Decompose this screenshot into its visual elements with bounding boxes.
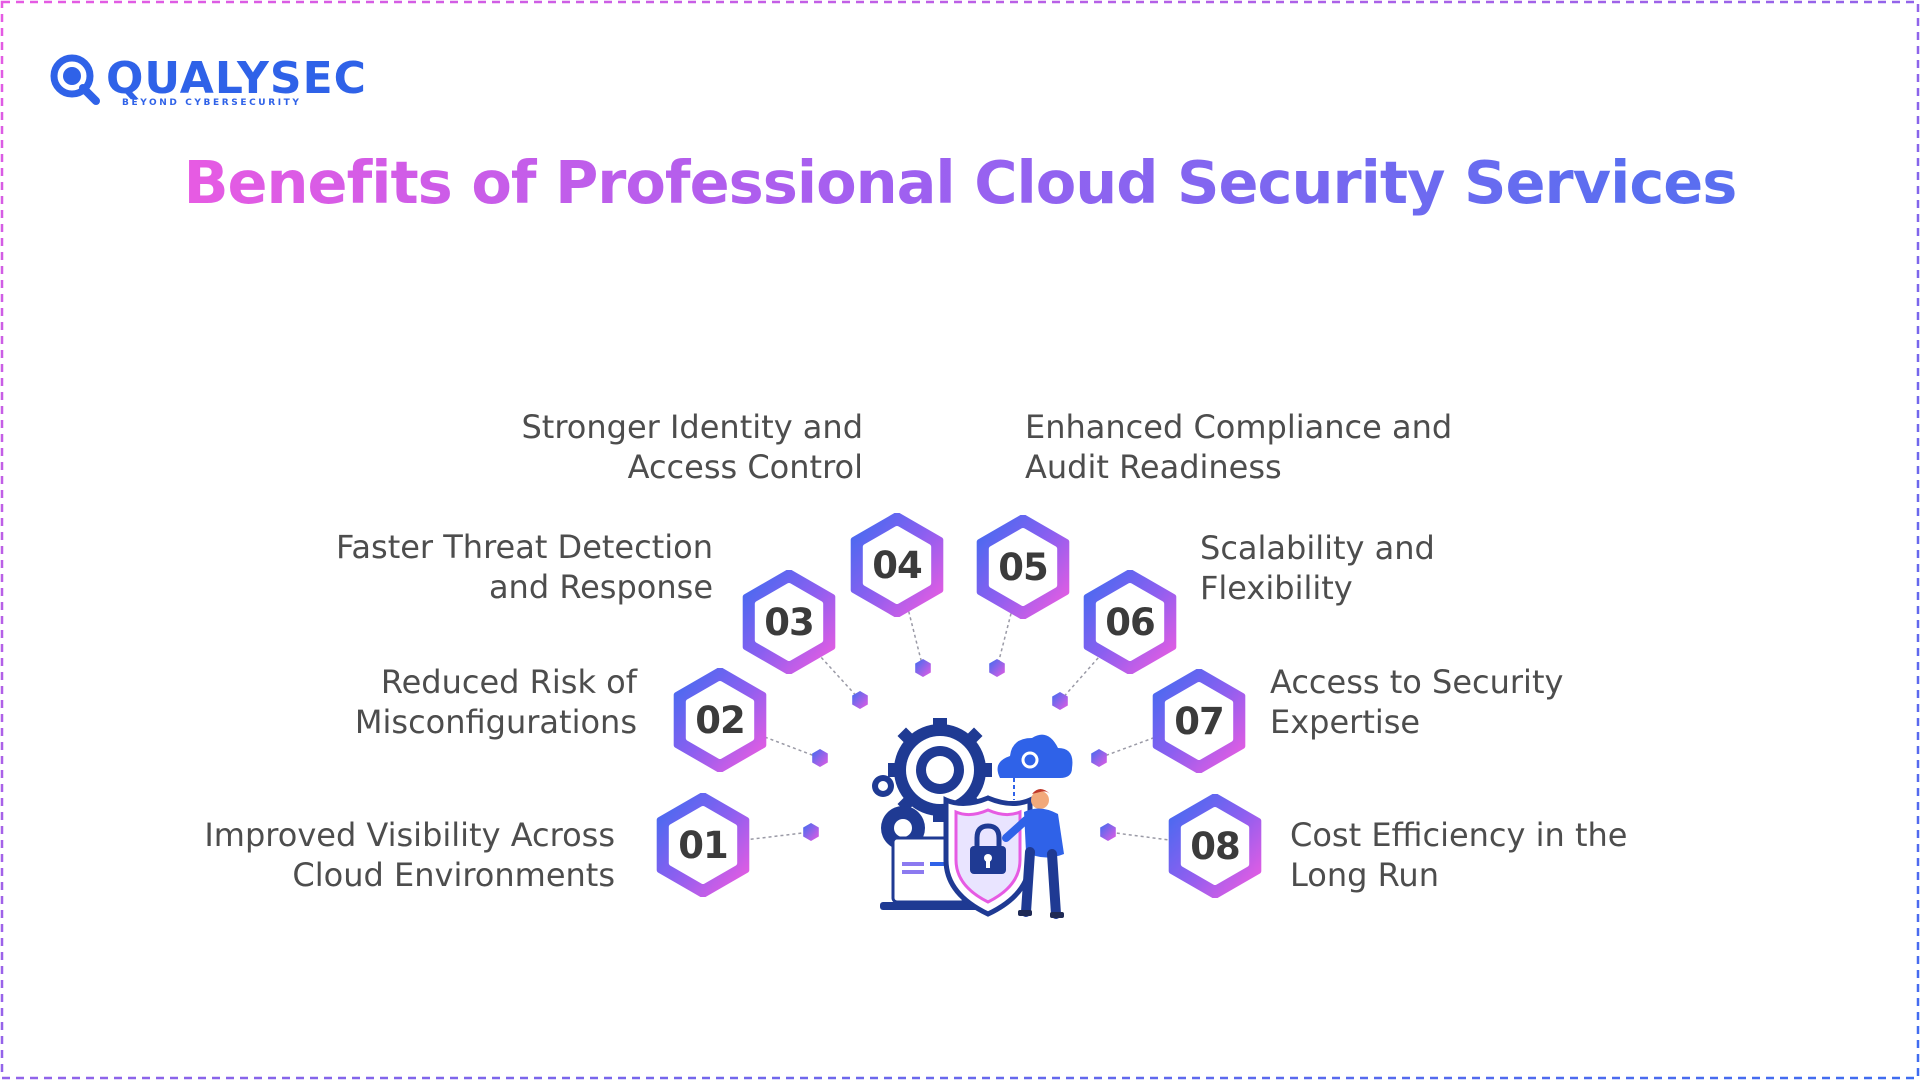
benefit-badge-07: 07 [1149,668,1249,774]
connector-dot-06 [1052,692,1068,710]
connector-dot-02 [812,749,828,767]
benefit-number: 06 [1105,600,1156,644]
benefit-badge-03: 03 [739,569,839,675]
benefit-label-line: and Response [488,568,713,606]
benefit-label-line: Improved Visibility Across [204,816,615,854]
benefit-badge-01: 01 [653,792,753,898]
benefit-label-line: Expertise [1270,703,1421,741]
brand-tagline: BEYOND CYBERSECURITY [122,98,302,108]
connector-dot-03 [852,691,868,709]
benefit-number: 05 [998,545,1049,589]
connector-dot-04 [915,659,931,677]
benefit-label-line: Misconfigurations [354,703,637,741]
hexagon-icon [1083,569,1177,675]
connector-dot-05 [989,659,1005,677]
cloud-icon [997,734,1073,800]
connector-line-05 [996,566,1024,669]
hexagon-icon [1152,668,1246,774]
benefit-label-line: Long Run [1290,856,1439,894]
benefit-badge-04: 04 [847,512,947,618]
page-title: Benefits of Professional Cloud Security … [0,148,1920,217]
connector-dot-08 [1100,823,1116,841]
shield-lock-icon [943,795,1033,917]
hexagon-icon [1168,793,1262,899]
magnifier-q-icon [50,54,100,105]
benefit-label-line: Cost Efficiency in the [1290,816,1628,854]
hexagon-icon [656,792,750,898]
benefit-label-line: Audit Readiness [1025,448,1282,486]
benefit-number: 03 [764,600,815,644]
hexagon-icon [673,667,767,773]
benefit-label-line: Scalability and [1200,529,1435,567]
gear-icon [888,718,992,822]
brand-name: QUALYSEC [106,53,367,104]
hexagon-icon [850,512,944,618]
benefit-badge-08: 08 [1165,793,1265,899]
hexagon-icon [976,514,1070,620]
benefit-label-line: Cloud Environments [292,856,615,894]
benefit-badge-02: 02 [670,667,770,773]
hexagon-icon [742,569,836,675]
benefit-number: 04 [872,543,923,587]
benefit-label-line: Flexibility [1200,569,1353,607]
person-icon [1002,789,1064,919]
benefit-label-line: Access to Security [1270,663,1564,701]
benefit-label-line: Access Control [627,448,863,486]
benefit-label-line: Stronger Identity and [521,408,863,446]
benefit-badge-06: 06 [1080,569,1180,675]
connector-dot-07 [1091,749,1107,767]
benefit-label-line: Reduced Risk of [380,663,637,701]
brand-logo: QUALYSEC BEYOND CYBERSECURITY [48,50,366,120]
benefit-label-line: Enhanced Compliance and [1025,408,1453,446]
benefit-badge-05: 05 [973,514,1073,620]
connector-dot-01 [803,823,819,841]
benefit-label-line: Faster Threat Detection [335,528,713,566]
benefit-number: 01 [678,823,729,867]
benefit-number: 07 [1174,699,1225,743]
benefit-number: 08 [1190,824,1241,868]
benefit-number: 02 [695,698,746,742]
